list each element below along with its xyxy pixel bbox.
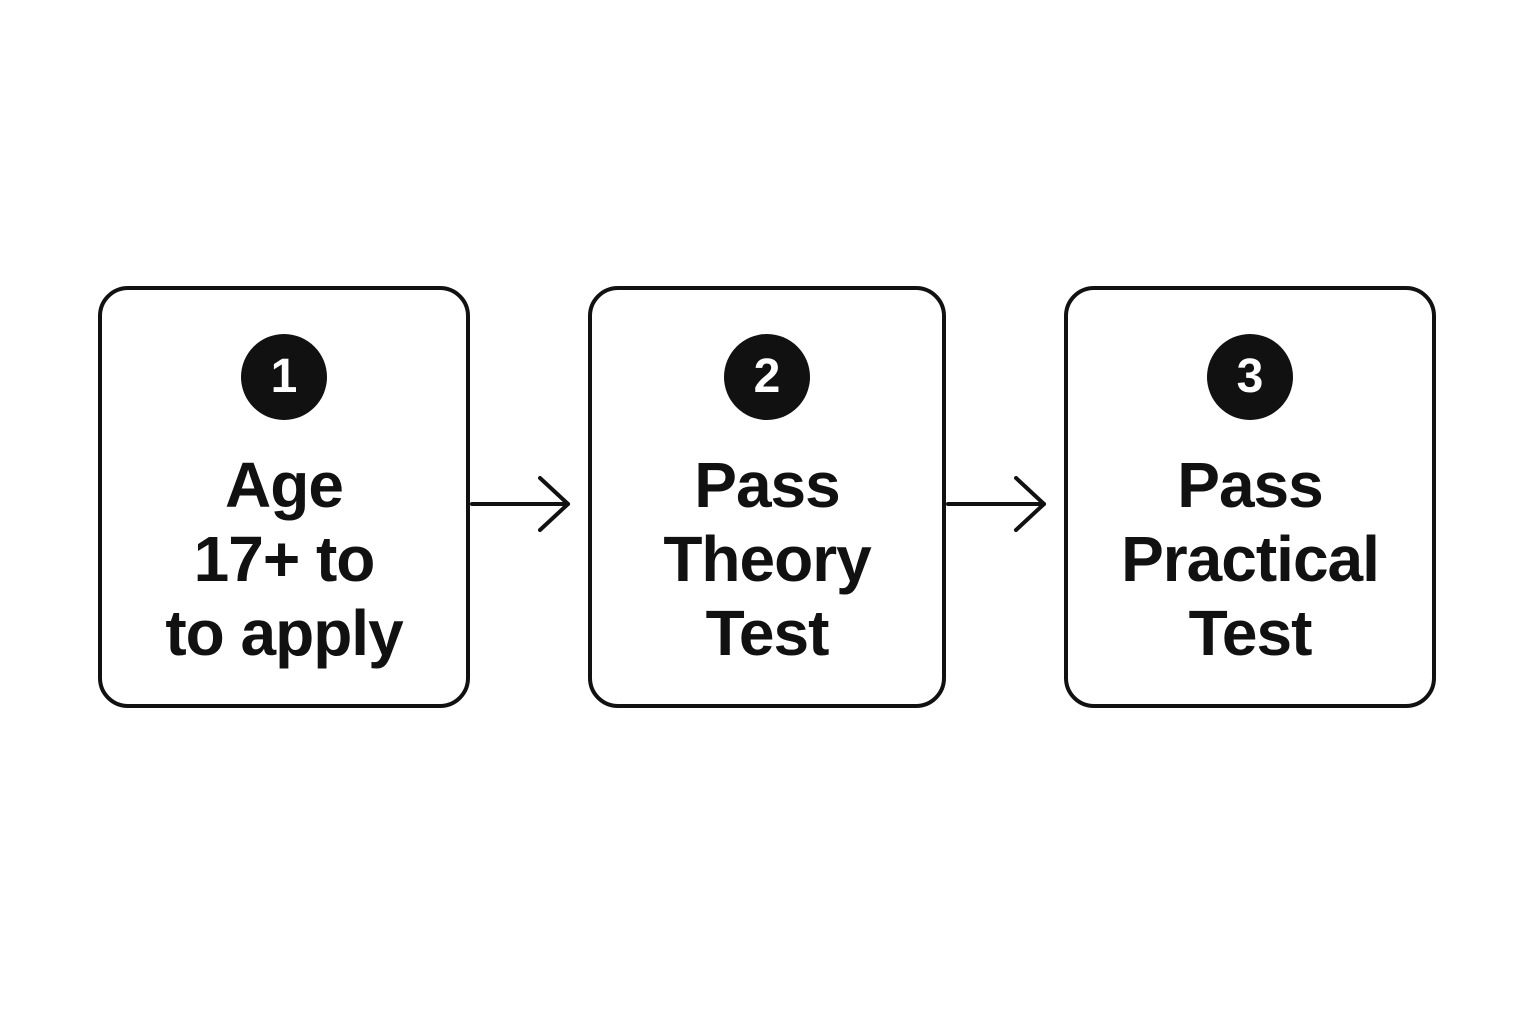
arrow-right-icon (946, 476, 1046, 532)
step-label-line: Practical (1121, 523, 1380, 595)
step-number-badge-3: 3 (1207, 334, 1293, 420)
step-number-badge-2: 2 (724, 334, 810, 420)
step-label-1: Age 17+ to to apply (102, 448, 466, 670)
step-number-badge-1: 1 (241, 334, 327, 420)
step-label-line: Pass (694, 449, 840, 521)
step-label-line: Age (225, 449, 344, 521)
arrow-right-icon (470, 476, 570, 532)
step-box-1: 1 Age 17+ to to apply (98, 286, 470, 708)
step-box-3: 3 Pass Practical Test (1064, 286, 1436, 708)
step-label-line: to apply (165, 597, 403, 669)
step-label-line: Test (705, 597, 830, 669)
step-label-line: Test (1188, 597, 1313, 669)
step-label-line: 17+ to (193, 523, 376, 595)
step-label-2: Pass Theory Test (592, 448, 942, 670)
step-label-3: Pass Practical Test (1068, 448, 1432, 670)
step-box-2: 2 Pass Theory Test (588, 286, 946, 708)
step-label-line: Pass (1177, 449, 1323, 521)
step-label-line: Theory (663, 523, 871, 595)
